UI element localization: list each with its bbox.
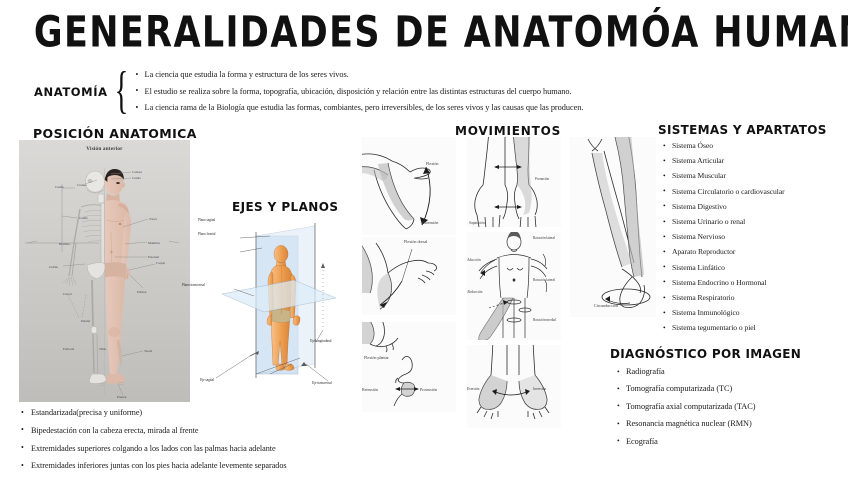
list-item: Sistema tegumentario o piel: [662, 320, 785, 335]
svg-text:Mamilas: Mamilas: [148, 241, 161, 245]
label-eje-sagital: Eje sagital: [200, 378, 214, 382]
list-item: Sistema Óseo: [662, 137, 785, 153]
dorsal-flexion-illustration: [362, 237, 456, 315]
curly-brace-icon: {: [114, 62, 128, 120]
plantar-flexion-and-jaw-illustration: [362, 322, 456, 412]
figure-abduccion-aduccion-rotacion: Abducción Aducción Rotación lateral Rota…: [467, 232, 561, 340]
svg-text:Plantar: Plantar: [117, 395, 127, 399]
sistemas-y-apartatos-list: Sistema Óseo Sistema Articular Sistema M…: [662, 137, 785, 336]
svg-text:Esternal: Esternal: [148, 255, 159, 259]
figure-caption: Visión anterior: [86, 146, 123, 152]
label-flexion-dorsal: Flexión dorsal: [404, 239, 428, 244]
label-flexion: Flexión: [426, 161, 439, 166]
label-circunduccion: Circunducción: [594, 303, 619, 308]
svg-text:Tarsal: Tarsal: [144, 349, 152, 353]
figure-ejes-y-planos: Plano sagital Plano frontal Plano transv…: [182, 218, 355, 390]
figure-flexion-extension-codo: Flexión Extensión: [362, 137, 456, 235]
page-title: GENERALIDADES DE ANATOMÓA HUMANA: [33, 7, 848, 57]
list-item: Sistema Digestivo: [662, 198, 785, 214]
posicion-anatomica-bullet-list: Estandarizada(precisa y uniforme) Bipede…: [20, 404, 287, 475]
svg-text:Craneo: Craneo: [77, 183, 87, 187]
label-inversion: Inversión: [533, 387, 547, 391]
list-item: Resonancia magnética nuclear (RMN): [616, 415, 755, 433]
label-plano-frontal: Plano frontal: [198, 232, 216, 236]
figure-posicion-anatomica: Visión anterior: [19, 140, 190, 402]
list-item: Radiografía: [616, 362, 755, 380]
label-aduccion: Aducción: [467, 258, 481, 262]
label-eje-transversal: Eje transversal: [312, 381, 332, 385]
label-eversion: Eversión: [467, 387, 480, 391]
label-extension: Extensión: [422, 220, 439, 225]
figure-eversion-inversion: Eversión Inversión: [467, 345, 561, 428]
figure-flexion-plantar-retrusion-protrusion: Flexión plantar Retrusión Protrusión: [362, 322, 456, 412]
label-pronacion: Pronación: [535, 177, 550, 181]
list-item: Bipedestación con la cabeza erecta, mira…: [20, 421, 287, 440]
list-item: Sistema Nervioso: [662, 229, 785, 244]
label-supinacion: Supinación: [469, 221, 485, 225]
leg-circumduction-illustration: [570, 137, 656, 317]
figure-pronacion-supinacion: Pronación Supinación: [467, 137, 561, 227]
elbow-flexion-illustration: [362, 137, 456, 235]
label-abduccion: Abducción: [467, 290, 483, 294]
section-heading-posicion-anatomica: POSICIÓN ANATOMICA: [33, 126, 197, 141]
svg-text:Patelar: Patelar: [81, 319, 91, 323]
anatomia-definition-block: ANATOMÍA { La ciencia que estudia la for…: [34, 62, 584, 120]
forearm-pronation-illustration: [467, 137, 561, 227]
svg-text:Crural: Crural: [63, 292, 72, 296]
label-rotacion-lateral-superior: Rotación lateral: [533, 236, 556, 240]
list-item: Extremidades inferiores juntas con los p…: [20, 457, 287, 475]
svg-text:Torax: Torax: [149, 217, 157, 221]
list-item: Sistema Muscular: [662, 168, 785, 183]
list-item: Sistema Respiratorio: [662, 290, 785, 305]
svg-text:Cabeza: Cabeza: [132, 170, 142, 174]
svg-text:Hombro: Hombro: [59, 242, 71, 246]
figure-flexion-dorsal: Flexión dorsal: [362, 237, 456, 315]
svg-text:Cuello: Cuello: [132, 176, 141, 180]
svg-text:Cuello: Cuello: [55, 185, 64, 189]
list-item: Sistema Articular: [662, 153, 785, 168]
axes-and-planes-illustration: [215, 223, 337, 382]
label-plano-sagital: Plano sagital: [198, 218, 216, 222]
section-heading-ejes-y-planos: EJES Y PLANOS: [232, 200, 339, 214]
svg-text:Femoral: Femoral: [63, 347, 74, 351]
svg-text:Carpal: Carpal: [156, 261, 165, 265]
svg-text:Cuello: Cuello: [79, 216, 88, 220]
svg-text:Palmar: Palmar: [137, 290, 147, 294]
section-heading-sistemas-y-apartatos: SISTEMAS Y APARTATOS: [658, 123, 827, 137]
list-item: Sistema Urinario o renal: [662, 214, 785, 229]
list-item: Aparato Reproductor: [662, 244, 785, 259]
list-item: Sistema Inmunológico: [662, 305, 785, 320]
label-plano-transversal: Plano transversal: [182, 283, 205, 287]
anatomical-position-illustration: Cabeza Cuello Craneo Cuello Cuello Torax…: [19, 140, 190, 402]
list-item: El estudio se realiza sobre la forma, to…: [136, 83, 584, 101]
list-item: Tomografía axial computarizada (TAC): [616, 397, 755, 415]
body-abduction-rotation-illustration: [467, 232, 561, 340]
list-item: Sistema Endocrino o Hormonal: [662, 274, 785, 290]
list-item: La ciencia que estudia la forma y estruc…: [136, 67, 584, 84]
foot-eversion-inversion-illustration: [467, 345, 561, 428]
label-rotacion-medial: Rotación medial: [533, 318, 556, 322]
list-item: Extremidades superiores colgando a los l…: [20, 439, 287, 458]
section-heading-movimientos: MOVIMIENTOS: [455, 124, 562, 138]
list-item: Sistema Circulatorio o cardiovascular: [662, 183, 785, 199]
section-heading-diagnostico-por-imagen: DIAGNÓSTICO POR IMAGEN: [610, 347, 802, 361]
list-item: Sistema Linfático: [662, 259, 785, 275]
label-eje-longitudinal: Eje longitudinal: [310, 339, 332, 343]
list-item: La ciencia rama de la Biología que estud…: [136, 100, 584, 117]
figure-circunduccion: Circunducción: [570, 137, 656, 317]
anatomia-definition-list: La ciencia que estudia la forma y estruc…: [130, 67, 584, 117]
anatomia-label: ANATOMÍA: [34, 84, 108, 99]
svg-text:Tibia: Tibia: [99, 347, 107, 351]
list-item: Estandarizada(precisa y uniforme): [20, 404, 287, 422]
svg-text:Cubito: Cubito: [49, 265, 59, 269]
label-flexion-plantar: Flexión plantar: [364, 355, 389, 360]
diagnostico-por-imagen-list: Radiografía Tomografía computarizada (TC…: [616, 362, 755, 450]
label-protrusion: Protrusión: [420, 387, 437, 392]
label-rotacion-lateral: Rotación lateral: [533, 278, 556, 282]
list-item: Ecografía: [616, 432, 755, 450]
list-item: Tomografía computarizada (TC): [616, 380, 755, 398]
label-retrusion: Retrusión: [362, 387, 378, 392]
